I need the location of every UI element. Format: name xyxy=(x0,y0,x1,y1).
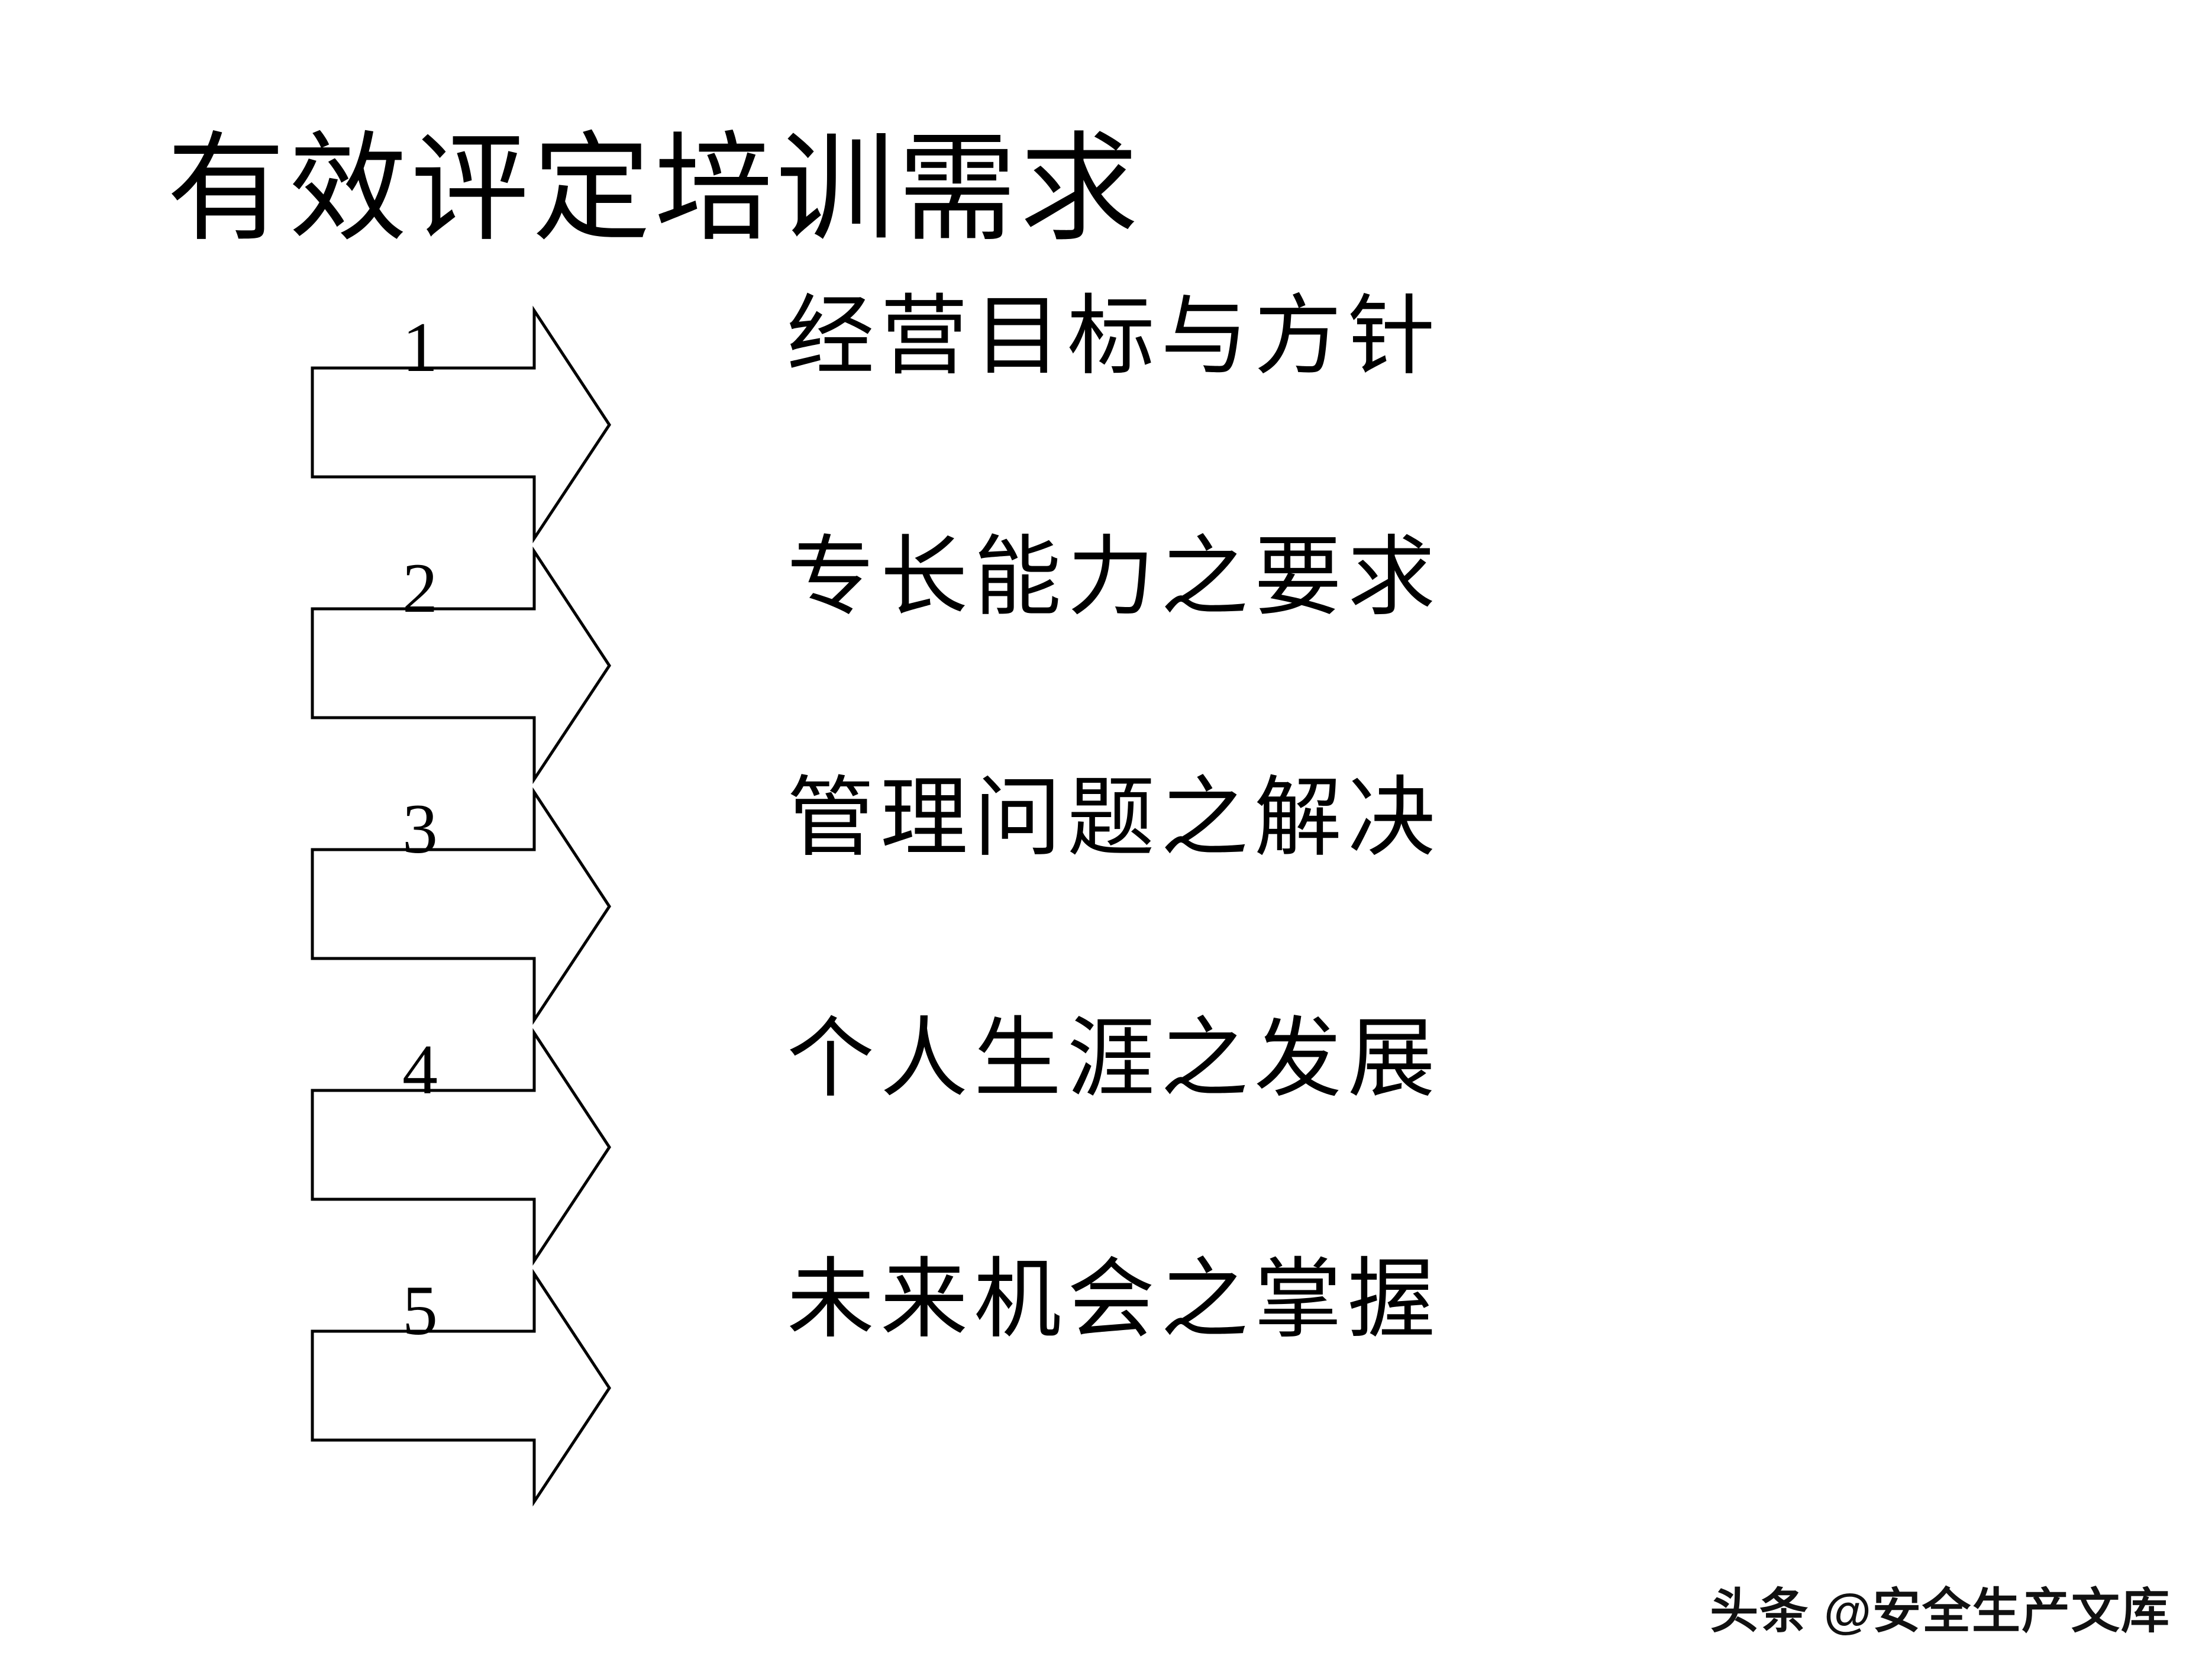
step-number: 3 xyxy=(402,789,438,868)
chevron-arrow-icon xyxy=(308,1182,615,1413)
page-title: 有效评定培训需求 xyxy=(167,125,1142,256)
step-number: 1 xyxy=(402,308,438,386)
chevron-arrow-icon xyxy=(308,460,615,690)
step-label: 经营目标与方针 xyxy=(787,289,1441,386)
step-row: 1 经营目标与方针 xyxy=(0,219,2212,450)
step-number: 2 xyxy=(402,548,438,627)
step-row: 4 个人生涯之发展 xyxy=(0,941,2212,1172)
step-label: 专长能力之要求 xyxy=(787,530,1441,627)
step-number: 4 xyxy=(402,1030,438,1109)
chevron-arrow-icon xyxy=(308,701,615,931)
chevron-arrow-icon xyxy=(308,219,615,450)
step-row: 3 管理问题之解决 xyxy=(0,701,2212,931)
step-row: 5 未来机会之掌握 xyxy=(0,1182,2212,1413)
step-label: 管理问题之解决 xyxy=(787,770,1441,867)
step-label: 未来机会之掌握 xyxy=(787,1252,1441,1349)
step-label: 个人生涯之发展 xyxy=(787,1011,1441,1108)
step-number: 5 xyxy=(402,1271,438,1350)
step-row: 2 专长能力之要求 xyxy=(0,460,2212,690)
watermark-text: 头条 @安全生产文库 xyxy=(1710,1584,2171,1638)
chevron-arrow-icon xyxy=(308,941,615,1172)
